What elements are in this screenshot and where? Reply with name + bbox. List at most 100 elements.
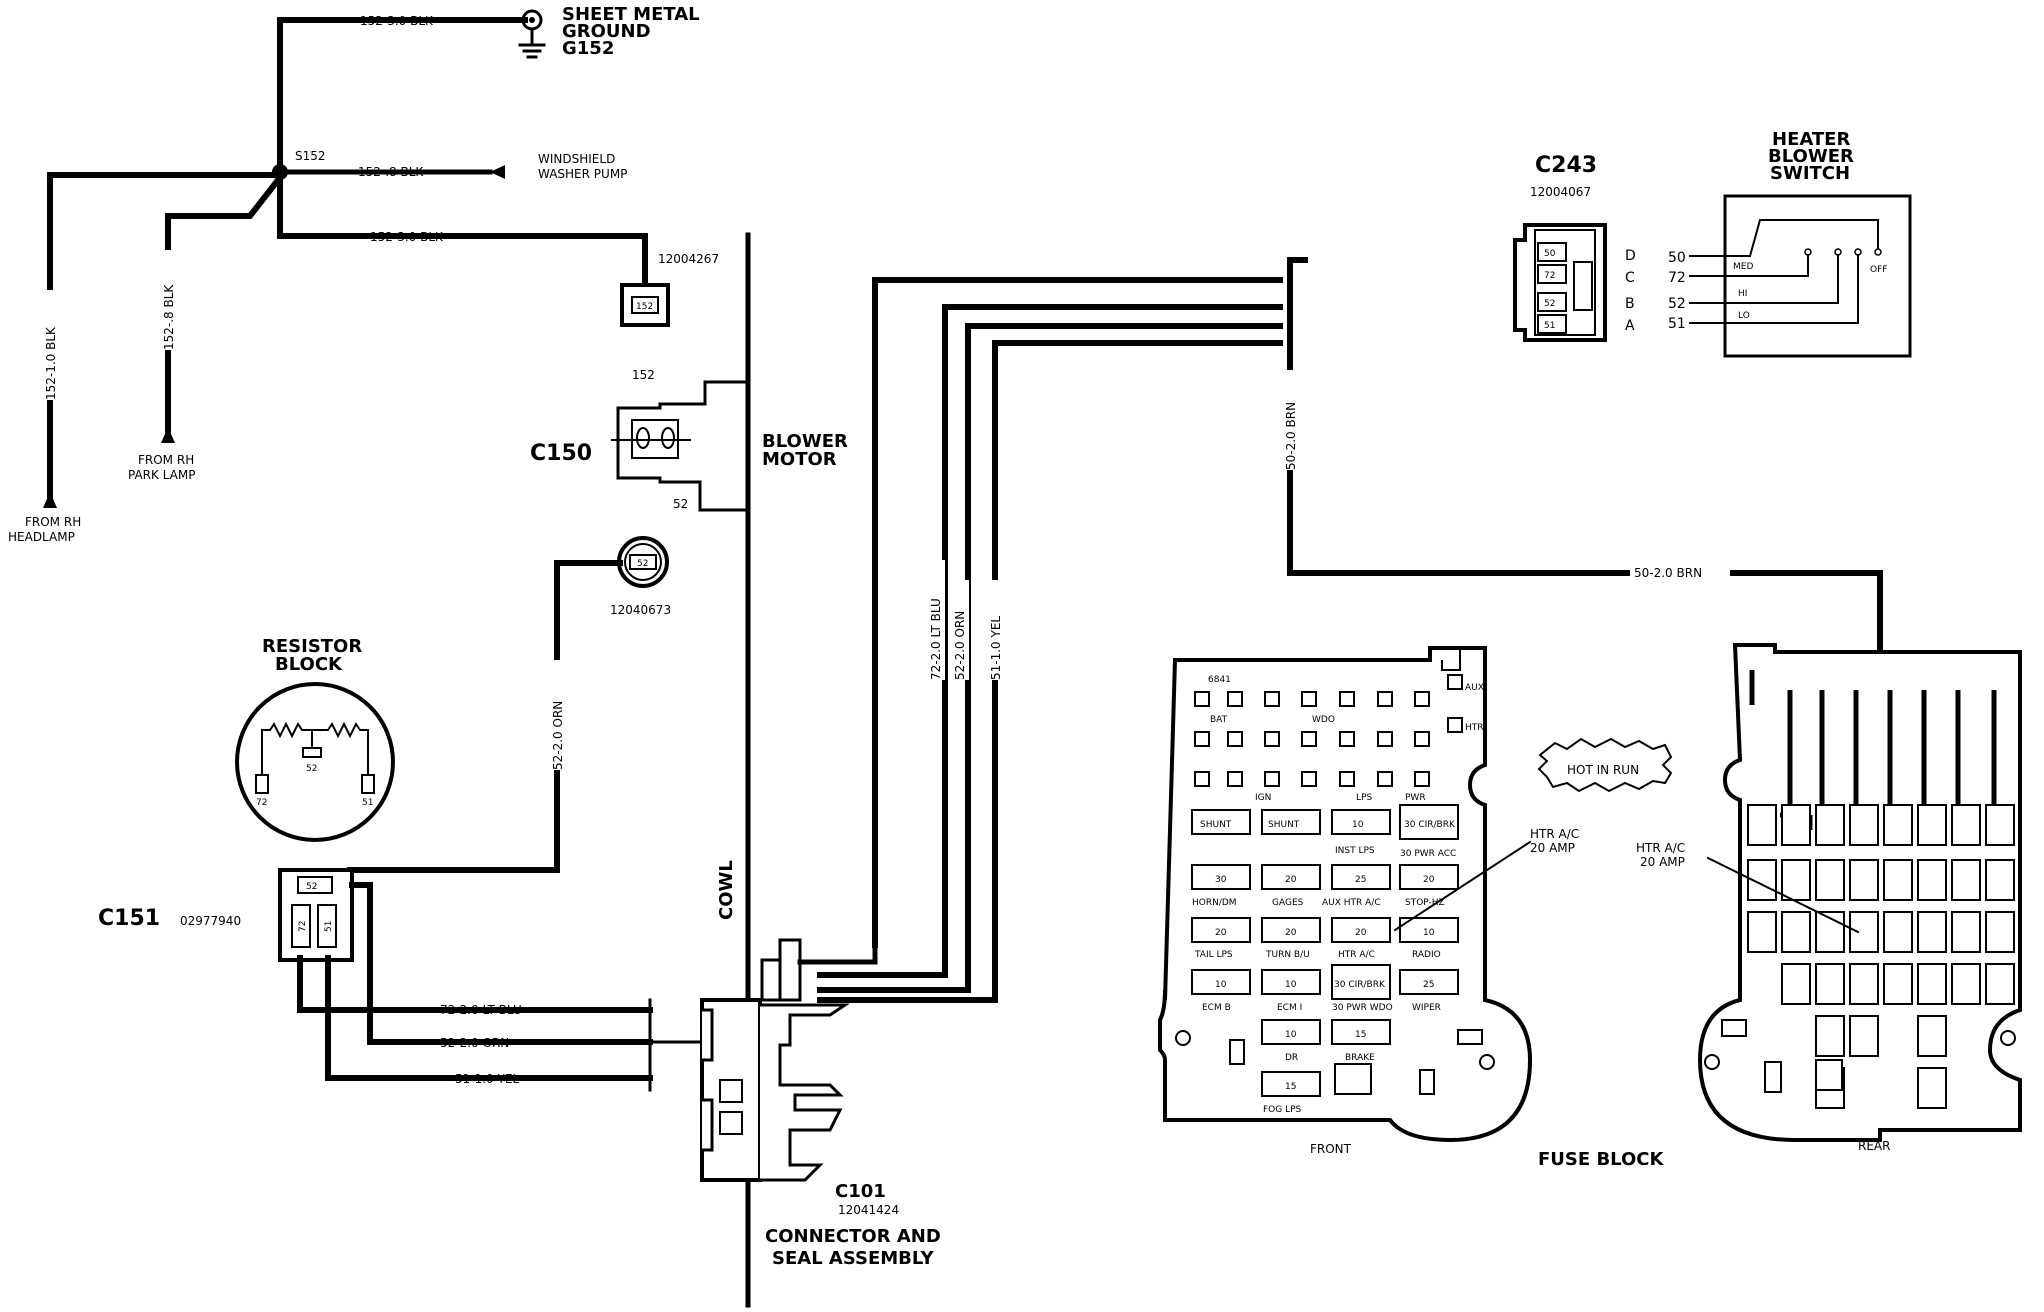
parklamp-dest: PARK LAMP bbox=[128, 468, 195, 482]
c101-desc-1: CONNECTOR AND bbox=[765, 1226, 941, 1247]
fuse-s10: 20 bbox=[1285, 928, 1297, 938]
ground-title-2: GROUND bbox=[562, 21, 651, 42]
headlamp-dest: HEADLAMP bbox=[8, 530, 75, 544]
fuse-s4: 30 CIR/BRK bbox=[1404, 820, 1456, 830]
splice-label: S152 bbox=[295, 149, 326, 163]
fuse-s9: 20 bbox=[1215, 928, 1227, 938]
c151-label: C151 bbox=[98, 906, 160, 931]
fuse-l-ecmi: ECM I bbox=[1277, 1003, 1302, 1013]
ground-symbol-icon bbox=[518, 9, 546, 59]
washer-wire-label: 152-.8 BLK bbox=[358, 165, 424, 179]
connector-52: 52 12040673 bbox=[610, 536, 671, 617]
fuse-l-radio: RADIO bbox=[1412, 950, 1441, 960]
switch-title-3: SWITCH bbox=[1770, 163, 1850, 184]
c243-letter-c: C bbox=[1625, 270, 1635, 286]
fuse-s15: 30 CIR/BRK bbox=[1334, 980, 1386, 990]
fuse-s1: SHUNT bbox=[1200, 820, 1232, 830]
cowl-label: COWL bbox=[716, 860, 737, 920]
c243-part: 12004067 bbox=[1530, 185, 1591, 199]
c243-pin-4: 51 bbox=[1544, 321, 1555, 331]
yel-wire-label: 51-1.0 YEL bbox=[455, 1072, 519, 1086]
fuse-htr-label: HTR bbox=[1465, 723, 1484, 733]
switch-title-1: HEATER bbox=[1772, 129, 1850, 150]
c150-label: C150 bbox=[530, 441, 592, 466]
fuse-block-front: AUX HTR 6841 BAT WDO IGN LPS PWR SHUN bbox=[1158, 646, 1533, 1143]
htr-front-1: HTR A/C bbox=[1530, 827, 1579, 841]
headlamp-from: FROM RH bbox=[25, 515, 81, 529]
htr-rear-2: 20 AMP bbox=[1640, 855, 1685, 869]
c150-pin-top: 152 bbox=[632, 368, 655, 382]
c151-part: 02977940 bbox=[180, 914, 241, 928]
parklamp-from: FROM RH bbox=[138, 453, 194, 467]
c243-num-50: 50 bbox=[1668, 250, 1686, 266]
c150-pin-bot: 52 bbox=[673, 497, 688, 511]
headlamp-wire-label: 152-1.0 BLK bbox=[44, 326, 58, 400]
hot-in-run-badge: HOT IN RUN bbox=[1537, 737, 1673, 793]
fuse-s13: 10 bbox=[1215, 980, 1227, 990]
c52-part: 12040673 bbox=[610, 603, 671, 617]
hot-in-run-text: HOT IN RUN bbox=[1567, 763, 1639, 777]
fuse-s12: 10 bbox=[1423, 928, 1435, 938]
resistor-block: RESISTOR BLOCK 52 72 51 bbox=[235, 636, 395, 842]
c243-num-52: 52 bbox=[1668, 296, 1686, 312]
fuse-l-gages: GAGES bbox=[1272, 898, 1304, 908]
blower-label-1: BLOWER bbox=[762, 431, 848, 452]
connector-c101: C101 12041424 CONNECTOR AND SEAL ASSEMBL… bbox=[700, 938, 941, 1269]
connector-c243: C243 12004067 50 72 52 51 D C B A 50 72 … bbox=[1513, 153, 1726, 342]
lt-blu-wire-label: 72-2.0 LT BLU bbox=[440, 1003, 522, 1017]
ground-section: 152-3.0 BLK SHEET METAL GROUND G152 S152… bbox=[8, 4, 700, 544]
fuse-s6: 20 bbox=[1285, 875, 1297, 885]
c243-pin-1: 50 bbox=[1544, 249, 1556, 259]
fuse-s2: SHUNT bbox=[1268, 820, 1300, 830]
connector-c151: 52 72 51 C151 02977940 bbox=[98, 868, 354, 962]
orn-vertical-label: 52-2.0 ORN bbox=[551, 701, 565, 770]
c101-label: C101 bbox=[835, 1181, 886, 1202]
orn-wire-label: 52-2.0 ORN bbox=[440, 1036, 509, 1050]
parklamp-arrow-icon bbox=[161, 427, 175, 443]
ground-title-1: SHEET METAL bbox=[562, 4, 700, 25]
c52-pin: 52 bbox=[637, 559, 648, 569]
fuse-l-pwracc: 30 PWR ACC bbox=[1400, 849, 1456, 859]
fuse-s7: 25 bbox=[1355, 875, 1366, 885]
lower-wire-label: 152-3.0 BLK bbox=[370, 230, 444, 244]
fuse-s16: 25 bbox=[1423, 980, 1434, 990]
fuse-s8: 20 bbox=[1423, 875, 1435, 885]
fuse-l-auxhtr: AUX HTR A/C bbox=[1322, 898, 1381, 908]
blu-vertical-label: 72-2.0 LT BLU bbox=[929, 598, 943, 680]
c243-pin-3: 52 bbox=[1544, 299, 1555, 309]
resistor-pin-right: 51 bbox=[362, 798, 373, 808]
switch-med: MED bbox=[1733, 262, 1753, 272]
front-mini-fuses bbox=[1194, 691, 1430, 787]
fuse-block-rear bbox=[1697, 643, 2022, 1142]
washer-label-1: WINDSHIELD bbox=[538, 152, 615, 166]
ground-title-3: G152 bbox=[562, 38, 614, 59]
fuse-aux-label: AUX bbox=[1465, 683, 1484, 693]
c243-pin-2: 72 bbox=[1544, 271, 1555, 281]
heater-blower-switch: HEATER BLOWER SWITCH MED HI LO OFF bbox=[1723, 129, 1912, 358]
resistor-title-2: BLOCK bbox=[275, 654, 343, 675]
c243-letter-b: B bbox=[1625, 296, 1635, 312]
c101-desc-2: SEAL ASSEMBLY bbox=[772, 1248, 935, 1269]
resistor-pin-left: 72 bbox=[256, 798, 267, 808]
resistor-pin-center: 52 bbox=[306, 764, 317, 774]
fuse-l-brake: BRAKE bbox=[1345, 1053, 1375, 1063]
fuse-s11: 20 bbox=[1355, 928, 1367, 938]
c151-pin-top: 52 bbox=[306, 882, 317, 892]
connector-c150: 152 52 C150 bbox=[530, 368, 750, 512]
ground-wire-label: 152-3.0 BLK bbox=[360, 14, 434, 28]
c243-letter-d: D bbox=[1625, 248, 1636, 264]
fuse-l-wiper: WIPER bbox=[1412, 1003, 1441, 1013]
fuse-block-title: FUSE BLOCK bbox=[1538, 1149, 1664, 1170]
fuse-s18: 15 bbox=[1355, 1030, 1366, 1040]
fuse-l-tail: TAIL LPS bbox=[1194, 950, 1233, 960]
fuse-s17: 10 bbox=[1285, 1030, 1297, 1040]
headlamp-arrow-icon bbox=[43, 492, 57, 508]
switch-off: OFF bbox=[1870, 265, 1887, 275]
connector-152: 152 12004267 bbox=[620, 252, 719, 327]
fuse-wdo: WDO bbox=[1312, 715, 1335, 725]
fuse-s5: 30 bbox=[1215, 875, 1227, 885]
fuse-6841: 6841 bbox=[1208, 675, 1231, 685]
c243-label: C243 bbox=[1535, 153, 1597, 178]
fuse-rear-label: REAR bbox=[1858, 1139, 1890, 1153]
